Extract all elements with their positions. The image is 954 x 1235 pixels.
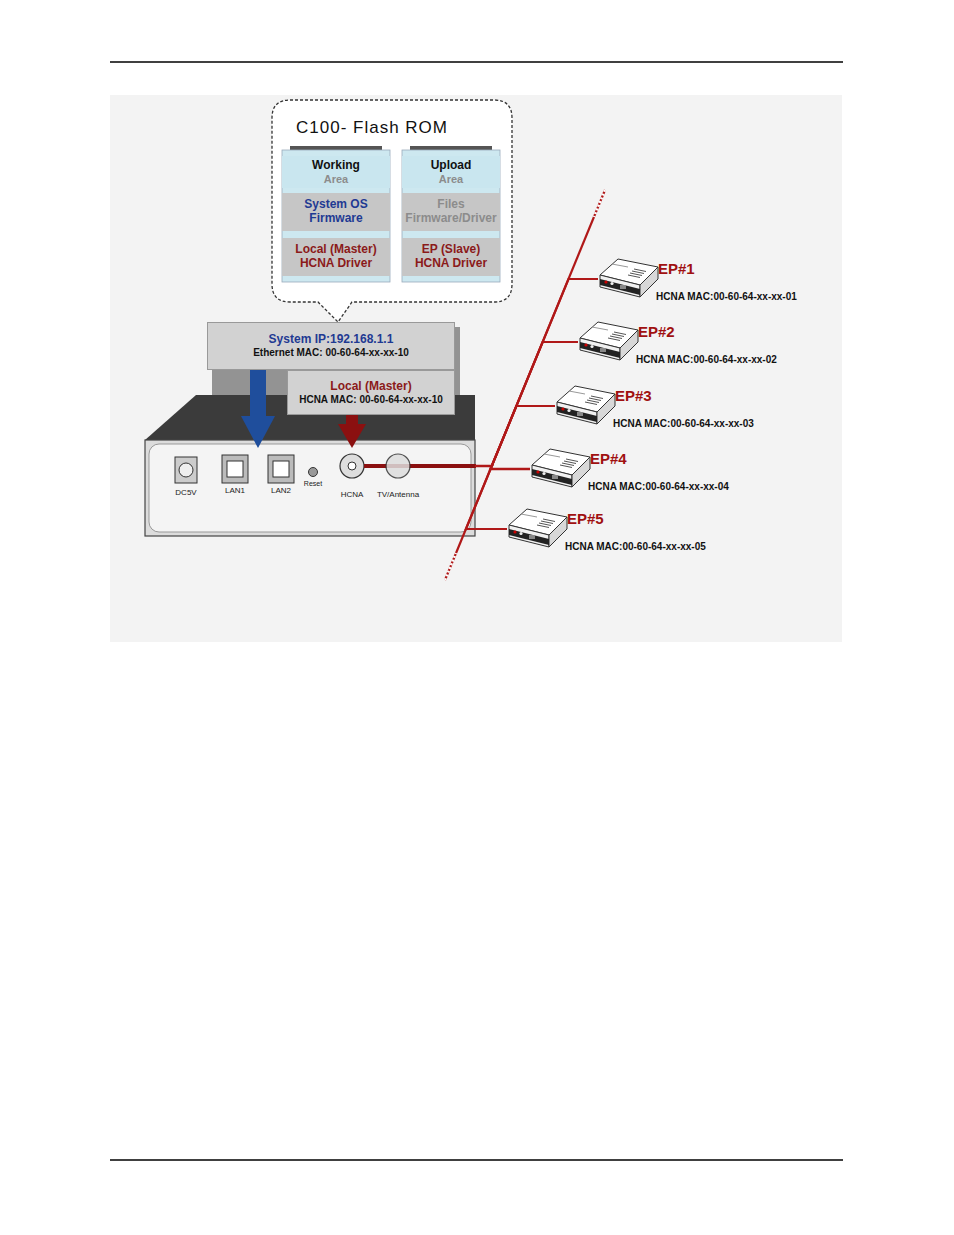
port-label: TV/Antenna <box>377 490 419 499</box>
footer-rule <box>110 1159 843 1161</box>
endpoint: EP#2HCNA MAC:00-60-64-xx-xx-02 <box>578 318 781 368</box>
endpoint: EP#3HCNA MAC:00-60-64-xx-xx-03 <box>555 382 758 432</box>
working-column <box>282 150 390 282</box>
box-body: Area <box>324 173 348 186</box>
mac-address: HCNA MAC:00-60-64-xx-xx-04 <box>588 481 729 493</box>
port-label: LAN1 <box>225 486 245 495</box>
endpoint-name: EP#3 <box>615 387 652 404</box>
mac-address: HCNA MAC:00-60-64-xx-xx-03 <box>613 418 754 430</box>
lan-port <box>222 455 248 483</box>
endpoint: EP#5HCNA MAC:00-60-64-xx-xx-05 <box>507 505 710 555</box>
master-address-box: Local (Master)HCNA MAC: 00-60-64-xx-xx-1… <box>287 370 455 415</box>
endpoint-name: EP#5 <box>567 510 604 527</box>
router-face <box>145 440 475 536</box>
hcna-port <box>340 454 364 478</box>
ep-device <box>580 322 638 360</box>
lan-socket <box>227 461 243 477</box>
signal-arrow <box>250 370 266 416</box>
memory-band: EP (Slave) HCNA Driver <box>402 238 500 276</box>
port-label: HCNA <box>341 490 364 499</box>
hcna-pin <box>348 462 356 470</box>
reset-button <box>309 468 318 477</box>
box-heading: Upload <box>431 159 472 173</box>
coax-branch <box>475 279 598 466</box>
box-heading: Local (Master) <box>330 380 411 394</box>
callout-title: C100- Flash ROM <box>296 118 448 138</box>
upload-column <box>402 150 500 282</box>
memory-band: Local (Master) HCNA Driver <box>282 238 390 276</box>
callout-bubble <box>272 100 512 322</box>
ep-device <box>509 509 567 547</box>
ep-device <box>532 449 590 487</box>
mac-address: HCNA MAC:00-60-64-xx-xx-01 <box>656 291 797 303</box>
router-back-panel: DC5V LAN1 LAN2 ResetHCNA TV/Antenna <box>145 448 475 535</box>
bus-dotted-end <box>445 553 456 580</box>
dc-jack <box>175 457 197 483</box>
ep-device <box>557 386 615 424</box>
lan-port <box>268 455 294 483</box>
lan-socket <box>273 461 289 477</box>
coax-cable <box>364 464 476 468</box>
coax-branch <box>475 406 555 466</box>
signal-arrow <box>346 415 358 424</box>
header-rule <box>110 61 843 63</box>
dc-jack-hole <box>179 463 193 477</box>
mac-address: HCNA MAC:00-60-64-xx-xx-02 <box>636 354 777 366</box>
figure-ground <box>110 95 842 642</box>
memory-band: Files Firmware/Driver <box>402 193 500 231</box>
box-body: Area <box>439 173 463 186</box>
bus-dotted-end <box>594 190 605 217</box>
port-label: Reset <box>304 480 322 488</box>
endpoint: EP#1HCNA MAC:00-60-64-xx-xx-01 <box>598 255 801 305</box>
router-panel <box>149 444 471 532</box>
box-heading: Working <box>312 159 360 173</box>
endpoint-name: EP#4 <box>590 450 627 467</box>
flash-rom-callout: C100- Flash ROMWorkingAreaSystem OS Firm… <box>272 100 512 302</box>
port-label: LAN2 <box>271 486 291 495</box>
system-address-box: System IP:192.168.1.1Ethernet MAC: 00-60… <box>207 322 455 370</box>
coax-branch <box>466 466 507 529</box>
ep-device <box>600 259 658 297</box>
box-heading: Local (Master) HCNA Driver <box>285 243 387 271</box>
memory-band: WorkingArea <box>282 156 390 188</box>
memory-band: UploadArea <box>402 156 500 188</box>
box-heading: System OS Firmware <box>285 198 387 226</box>
endpoint: EP#4HCNA MAC:00-60-64-xx-xx-04 <box>530 445 733 495</box>
tv-antenna-port <box>386 454 410 478</box>
box-heading: EP (Slave) HCNA Driver <box>405 243 497 271</box>
box-heading: Files Firmware/Driver <box>405 198 497 226</box>
endpoint-name: EP#2 <box>638 323 675 340</box>
box-body: HCNA MAC: 00-60-64-xx-xx-10 <box>299 394 443 406</box>
box-heading: System IP:192.168.1.1 <box>269 333 394 347</box>
coax-branch <box>475 342 578 466</box>
mac-address: HCNA MAC:00-60-64-xx-xx-05 <box>565 541 706 553</box>
endpoint-name: EP#1 <box>658 260 695 277</box>
box-body: Ethernet MAC: 00-60-64-xx-xx-10 <box>253 347 409 359</box>
memory-band: System OS Firmware <box>282 193 390 231</box>
port-label: DC5V <box>175 488 196 497</box>
